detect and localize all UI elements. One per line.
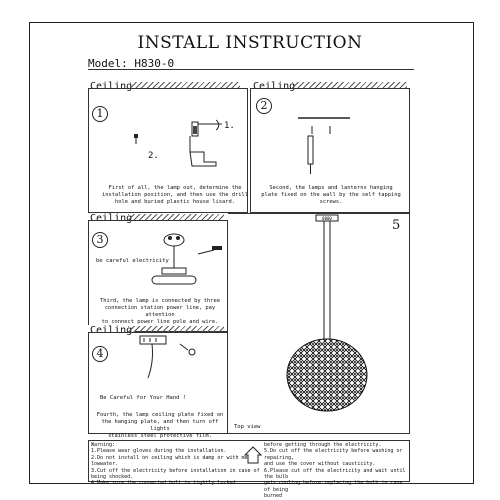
step1-ceiling-hatch <box>130 82 240 88</box>
step3-wiring-diagram <box>151 233 222 285</box>
step2-ceiling-label: Ceiling <box>251 81 298 92</box>
page-title: INSTALL INSTRUCTION <box>137 33 363 53</box>
warning-left: Warning: 1.Please wear gloves during the… <box>91 442 260 487</box>
home-icon <box>243 446 263 464</box>
step5-pendant-lamp: 0000 <box>286 214 368 412</box>
step2-number: 2 <box>256 94 272 114</box>
step5-number: 5 <box>392 218 401 233</box>
step4-number: 4 <box>92 342 108 362</box>
step1-drill-diagram <box>134 119 222 167</box>
step1-panel <box>88 88 248 213</box>
step1-callout-a: 1. <box>224 121 235 131</box>
warning-right: before getting through the electricity. … <box>264 442 406 500</box>
step1-text: First of all, the lamp out, determine th… <box>101 185 249 205</box>
step4-note: Be Careful for Your Hand ! <box>100 395 187 401</box>
step4-ceiling-label: Ceiling <box>88 325 135 336</box>
step2-panel <box>250 88 410 213</box>
instruction-sheet <box>29 22 474 484</box>
step3-ceiling-label: Ceiling <box>88 213 135 224</box>
step1-number: 1 <box>92 106 108 122</box>
step4-panel <box>88 332 228 434</box>
step1-ceiling-label: Ceiling <box>88 81 135 92</box>
step3-ceiling-hatch <box>128 214 224 220</box>
step3-number: 3 <box>92 228 108 248</box>
step2-ceiling-hatch <box>292 82 407 88</box>
step5-panel <box>228 213 410 434</box>
svg-text:0000: 0000 <box>322 216 332 221</box>
step5-top-view-label: Top view <box>234 424 261 430</box>
step4-plate-diagram <box>139 335 196 379</box>
step3-note: be careful electricity ! <box>96 258 176 264</box>
step4-ceiling-hatch <box>128 326 224 332</box>
step2-screw-diagram <box>298 117 350 174</box>
step1-callout-b: 2. <box>148 151 159 161</box>
model-number: Model: H830-0 <box>88 57 175 70</box>
title-divider <box>88 69 414 70</box>
warning-panel <box>88 440 410 482</box>
